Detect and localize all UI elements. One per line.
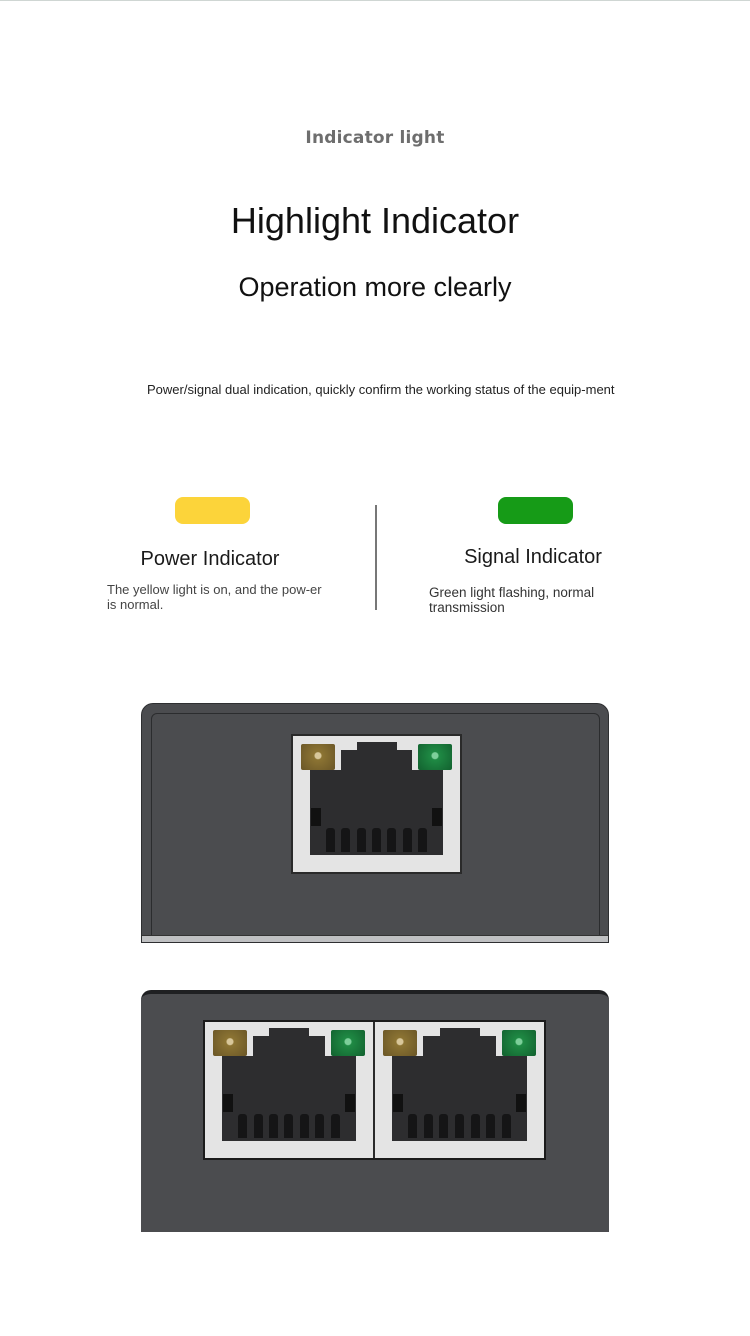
signal-indicator-title: Signal Indicator — [464, 546, 602, 568]
port-pins — [323, 826, 430, 852]
power-indicator-title: Power Indicator — [140, 548, 280, 570]
vertical-divider — [375, 505, 377, 610]
signal-led-icon — [502, 1030, 536, 1056]
power-led-icon — [213, 1030, 247, 1056]
device-base — [142, 935, 608, 942]
page-title: Highlight Indicator — [230, 200, 520, 241]
power-led-icon — [301, 744, 335, 770]
rj45-port — [291, 734, 462, 874]
single-port-device-image — [141, 703, 609, 943]
signal-light-swatch — [498, 497, 573, 524]
rj45-port-2 — [373, 1020, 546, 1160]
port-pins — [235, 1112, 343, 1138]
feature-description: Power/signal dual indication, quickly co… — [147, 382, 615, 397]
page-subtitle: Operation more clearly — [238, 272, 512, 302]
power-indicator-text: The yellow light is on, and the pow-er i… — [107, 582, 322, 612]
section-eyebrow: Indicator light — [305, 128, 445, 148]
signal-led-icon — [418, 744, 452, 770]
top-border — [0, 0, 750, 1]
signal-led-icon — [331, 1030, 365, 1056]
power-light-swatch — [175, 497, 250, 524]
signal-indicator-text: Green light flashing, normal transmissio… — [429, 585, 595, 615]
power-led-icon — [383, 1030, 417, 1056]
port-pins — [405, 1112, 514, 1138]
dual-port-device-image — [141, 990, 609, 1232]
rj45-port-1 — [203, 1020, 375, 1160]
